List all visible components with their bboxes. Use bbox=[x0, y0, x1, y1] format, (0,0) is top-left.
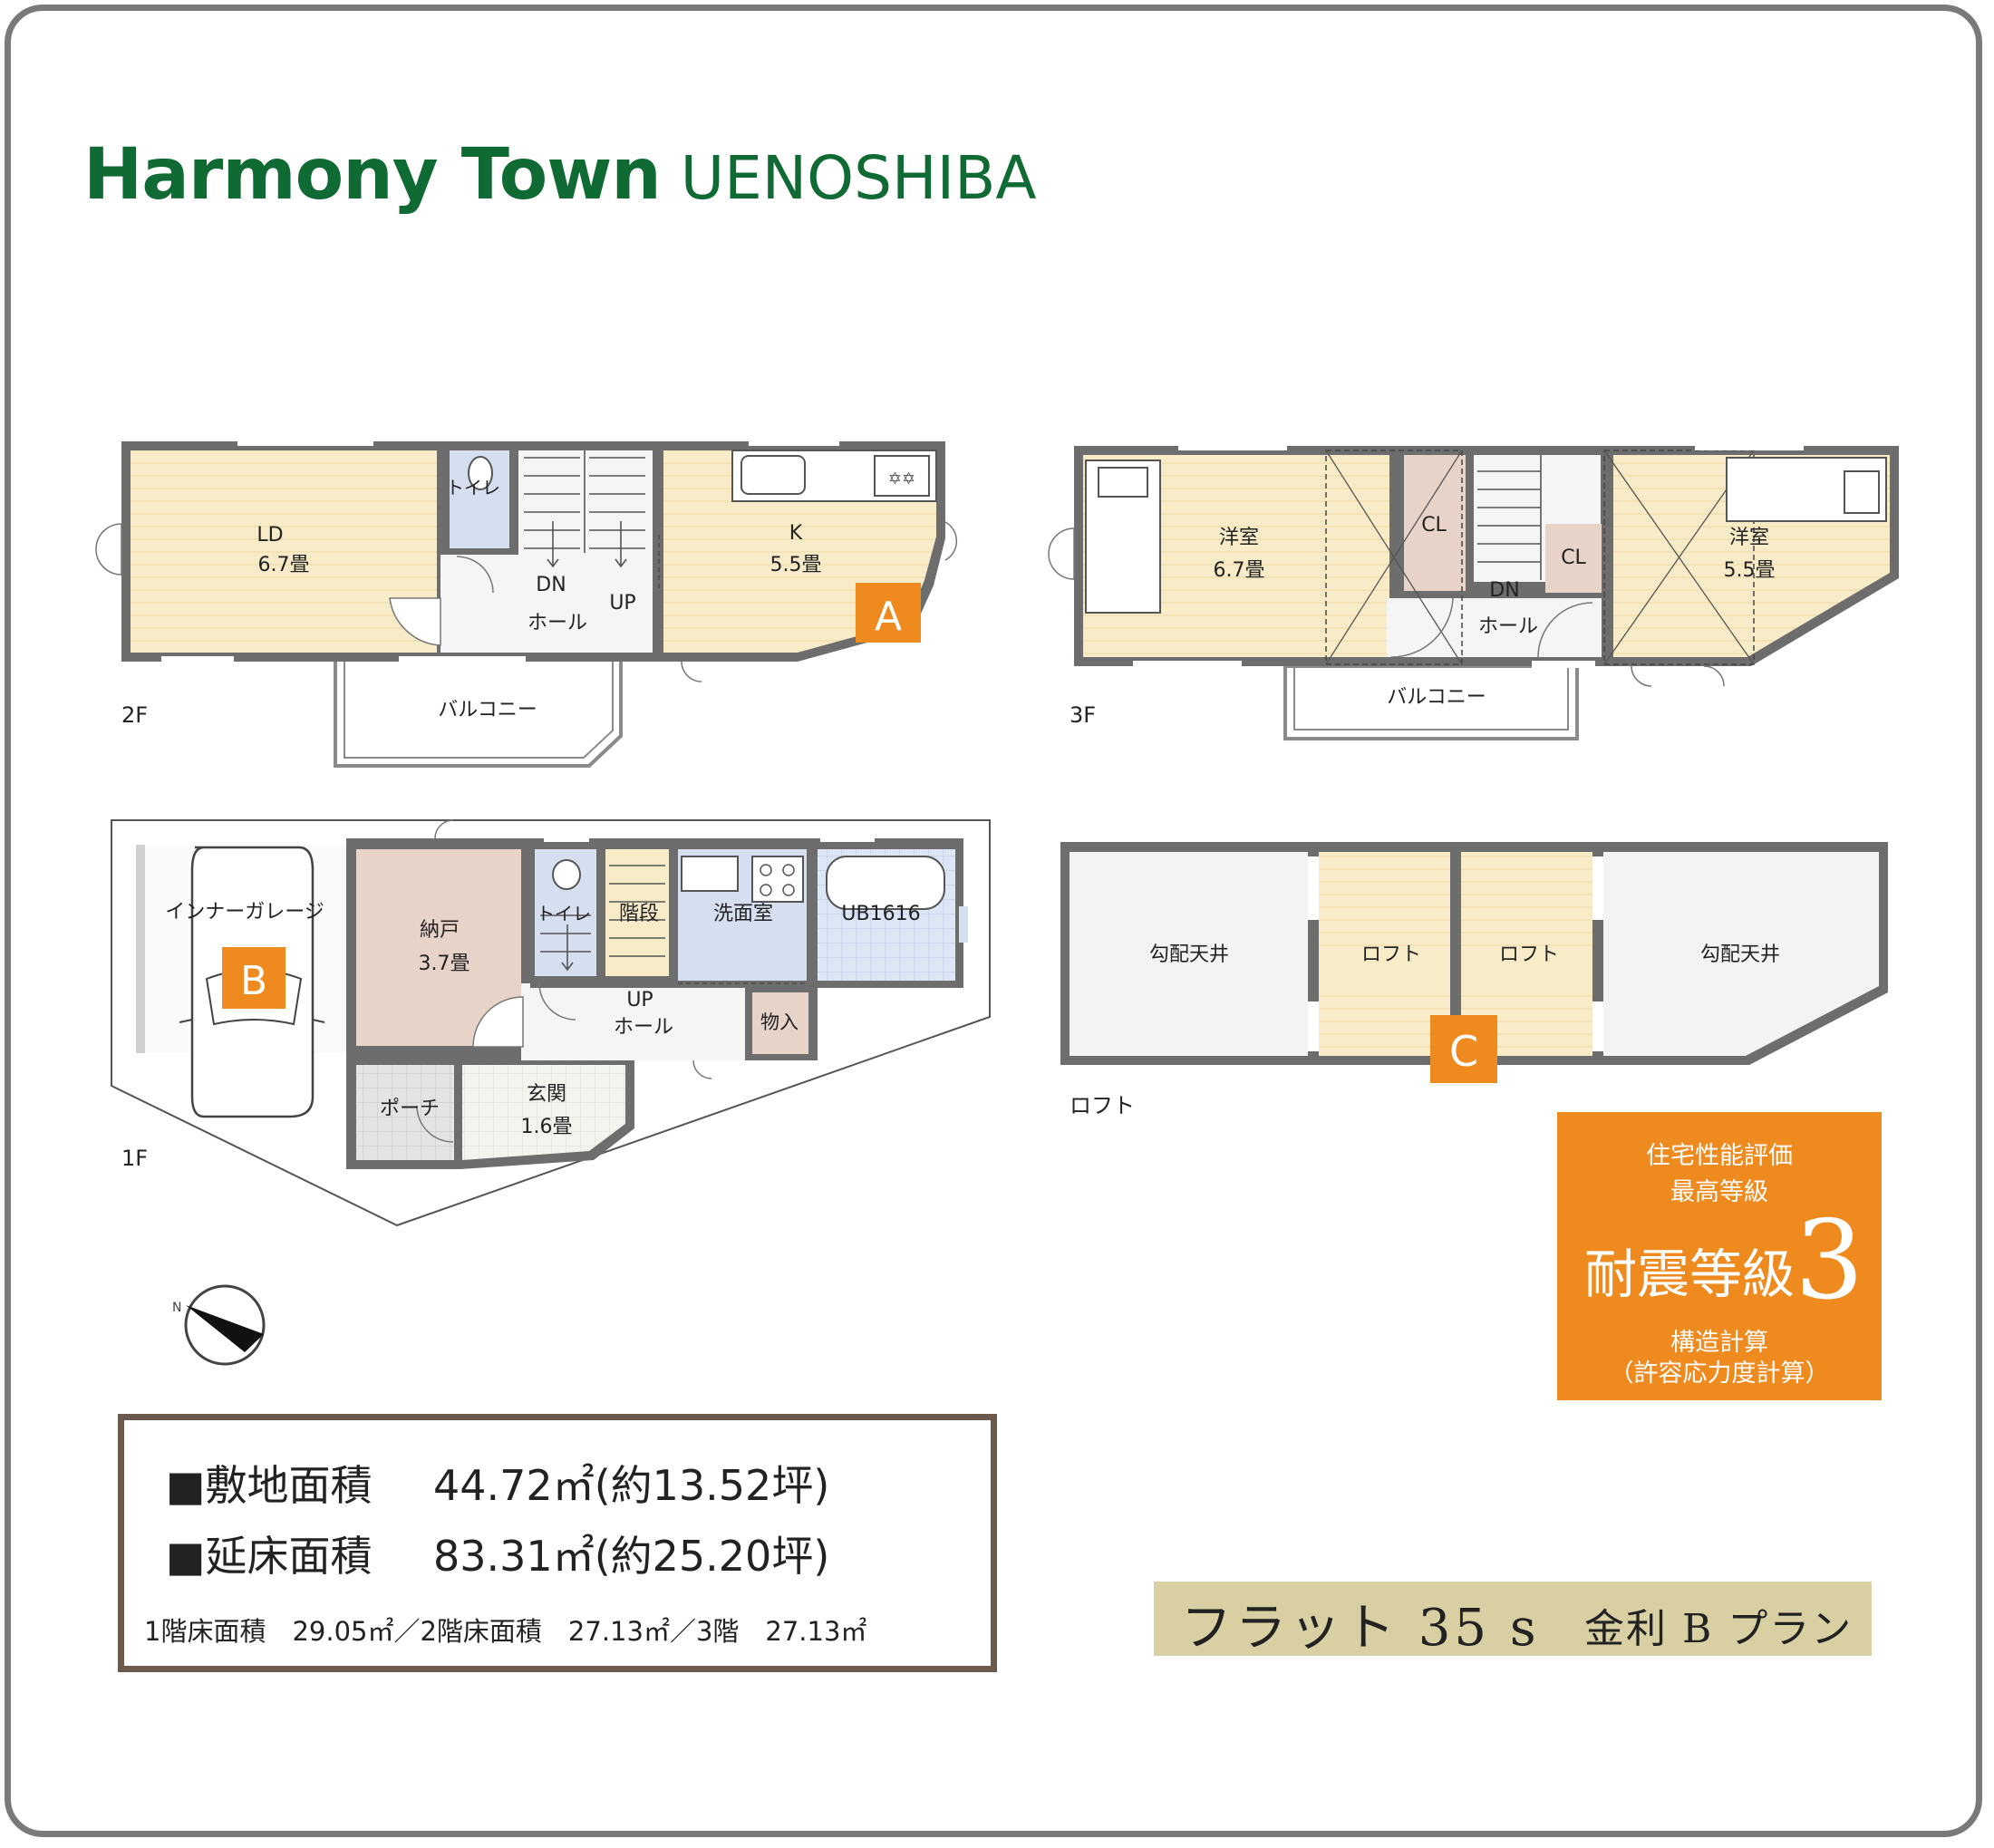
label-k: K bbox=[789, 522, 803, 545]
marker-a bbox=[856, 583, 921, 643]
title-sub: UENOSHIBA bbox=[680, 143, 1037, 213]
site-area-row: ■敷地面積 44.72㎡(約13.52坪) bbox=[166, 1453, 829, 1513]
closet-2 bbox=[1545, 524, 1602, 593]
floor-area-breakdown: 1階床面積 29.05㎡／2階床面積 27.13㎡／3階 27.13㎡ bbox=[144, 1616, 867, 1647]
loan-plan-banner: フラット 35 s 金利 B プラン bbox=[1154, 1582, 1872, 1658]
label-toilet-1f: トイレ bbox=[537, 903, 591, 924]
marker-b-label: B bbox=[240, 958, 267, 1004]
label-western-1: 洋室 bbox=[1219, 527, 1259, 549]
marker-b bbox=[222, 947, 286, 1009]
total-floor-area-value: 83.31㎡(約25.20坪) bbox=[433, 1532, 830, 1581]
label-loft-2: ロフト bbox=[1499, 943, 1559, 966]
floor-loft: 勾配天井 ロフト ロフト 勾配天井 C ロフト bbox=[1060, 842, 1888, 1118]
label-porch: ポーチ bbox=[380, 1098, 440, 1120]
label-slope-2: 勾配天井 bbox=[1700, 943, 1780, 966]
closet-1f bbox=[752, 992, 808, 1054]
hall-2f bbox=[518, 450, 653, 653]
badge-line-4: （許容応力度計算） bbox=[1609, 1359, 1830, 1388]
label-ld-size: 6.7畳 bbox=[258, 554, 310, 576]
marker-c-label: C bbox=[1449, 1027, 1478, 1076]
label-hall-3f: ホール bbox=[1478, 615, 1538, 638]
compass-n: N bbox=[172, 1301, 181, 1315]
badge-line-3: 構造計算 bbox=[1670, 1329, 1768, 1357]
room-ld bbox=[131, 450, 437, 653]
label-hall-1f: ホール bbox=[614, 1016, 673, 1039]
label-up-2f: UP bbox=[609, 592, 635, 614]
marker-c bbox=[1430, 1015, 1497, 1083]
label-western-1-size: 6.7畳 bbox=[1214, 559, 1265, 582]
page-title: Harmony Town UENOSHIBA bbox=[83, 134, 1037, 234]
label-balcony-3f: バルコニー bbox=[1387, 686, 1486, 709]
label-ld: LD bbox=[257, 524, 283, 547]
label-entrance: 玄関 bbox=[527, 1083, 566, 1106]
hall-1f bbox=[528, 988, 745, 1060]
total-floor-area-label: ■延床面積 bbox=[166, 1532, 373, 1581]
label-toilet-2f: トイレ bbox=[446, 477, 500, 498]
label-loft-1: ロフト bbox=[1361, 943, 1421, 966]
label-stairs: 階段 bbox=[619, 903, 659, 925]
label-bath: UB1616 bbox=[841, 903, 920, 925]
label-2f: 2F bbox=[121, 702, 148, 728]
label-garage: インナーガレージ bbox=[165, 901, 324, 924]
closet-1 bbox=[1404, 455, 1466, 591]
label-washroom: 洗面室 bbox=[713, 903, 773, 925]
svg-text:✡✡: ✡✡ bbox=[888, 469, 915, 489]
site-area-value: 44.72㎡(約13.52坪) bbox=[433, 1461, 830, 1510]
label-cl-2: CL bbox=[1561, 547, 1586, 569]
label-loft: ロフト bbox=[1070, 1093, 1135, 1118]
porch bbox=[356, 1065, 454, 1160]
floor-1f: インナーガレージ B 納戸 3.7畳 トイレ 階段 洗面室 UB1616 UP … bbox=[111, 819, 991, 1227]
badge-line-2: 最高等級 bbox=[1670, 1178, 1768, 1206]
seismic-grade-badge: 住宅性能評価 最高等級 耐震等級 3 構造計算 （許容応力度計算） bbox=[1557, 1112, 1882, 1400]
label-dn-3f: DN bbox=[1489, 579, 1519, 602]
compass-icon: N bbox=[172, 1284, 266, 1366]
label-dn-2f: DN bbox=[536, 574, 566, 596]
total-floor-area-row: ■延床面積 83.31㎡(約25.20坪) bbox=[166, 1524, 829, 1583]
label-storage-size: 3.7畳 bbox=[419, 953, 470, 975]
title-main: Harmony Town bbox=[83, 134, 662, 216]
entrance bbox=[462, 1065, 625, 1160]
floor-2f: ✡✡ LD 6.7畳 トイレ DN UP ホール K 5.5畳 バルコニー A … bbox=[95, 439, 958, 768]
label-entrance-size: 1.6畳 bbox=[521, 1116, 573, 1138]
label-3f: 3F bbox=[1070, 702, 1096, 728]
label-closet-1f: 物入 bbox=[760, 1011, 799, 1033]
label-cl-1: CL bbox=[1421, 514, 1447, 537]
label-k-size: 5.5畳 bbox=[770, 554, 822, 576]
label-slope-1: 勾配天井 bbox=[1149, 943, 1229, 966]
label-up-1f: UP bbox=[626, 989, 653, 1011]
sloped-ceiling-2 bbox=[1603, 852, 1879, 1056]
sloped-ceiling-1 bbox=[1070, 852, 1308, 1056]
label-western-2-size: 5.5畳 bbox=[1724, 559, 1776, 582]
site-area-label: ■敷地面積 bbox=[166, 1461, 373, 1510]
loan-sub: 金利 B プラン bbox=[1584, 1606, 1854, 1652]
label-hall-2f: ホール bbox=[528, 612, 587, 634]
loan-main: フラット 35 s bbox=[1181, 1599, 1540, 1658]
badge-line-1: 住宅性能評価 bbox=[1646, 1142, 1793, 1170]
label-western-2: 洋室 bbox=[1729, 527, 1769, 549]
label-storage: 納戸 bbox=[420, 919, 460, 942]
badge-grade-number: 3 bbox=[1795, 1198, 1864, 1324]
floor-3f: 洋室 6.7畳 CL CL DN ホール 洋室 5.5畳 バルコニー 3F bbox=[1048, 443, 1899, 740]
label-1f: 1F bbox=[121, 1146, 148, 1171]
badge-grade-text: 耐震等級 bbox=[1584, 1243, 1796, 1305]
label-balcony-2f: バルコニー bbox=[438, 699, 537, 721]
marker-a-label: A bbox=[875, 594, 902, 640]
area-info-box: ■敷地面積 44.72㎡(約13.52坪) ■延床面積 83.31㎡(約25.20坪… bbox=[118, 1414, 997, 1672]
